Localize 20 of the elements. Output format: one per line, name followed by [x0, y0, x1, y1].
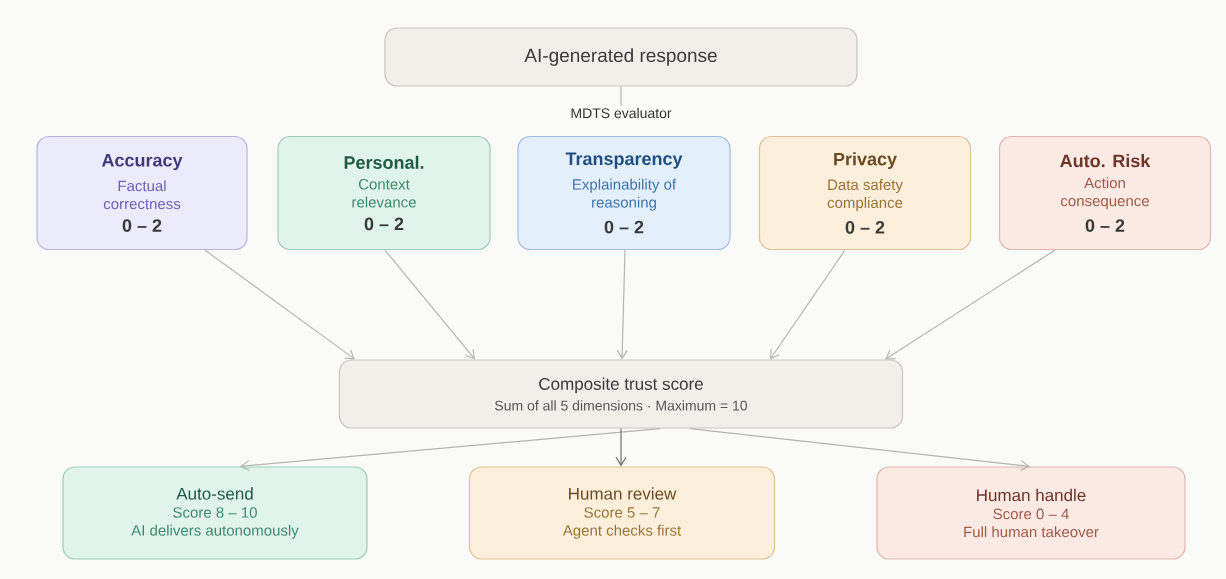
arrow: [770, 249, 846, 360]
connector-line: [620, 86, 622, 107]
arrow: [204, 249, 355, 360]
arrow: [240, 428, 661, 472]
arrow: [615, 428, 627, 467]
dimension-card: Transparency Explainability of reasoning 0 – 2: [517, 135, 731, 251]
arrow: [885, 249, 1056, 360]
arrow: [384, 249, 475, 360]
dimension-card: Privacy Data safety compliance 0 – 2: [758, 135, 972, 251]
dimension-card: Auto. Risk Action consequence 0 – 2: [998, 135, 1212, 251]
outcome-card: Human handle Score 0 – 4 Full human takeover: [876, 466, 1186, 560]
score-box: Composite trust score Sum of all 5 dimensions · Maximum = 10: [338, 359, 904, 429]
arrow: [616, 249, 628, 360]
outcome-card: Auto-send Score 8 – 10 AI delivers autonomously: [62, 466, 368, 560]
evaluator-label: MDTS evaluator: [571, 107, 672, 119]
arrow: [689, 428, 1030, 471]
dimension-card: Accuracy Factual correctness 0 – 2: [36, 135, 248, 251]
outcome-card: Human review Score 5 – 7 Agent checks first: [468, 466, 776, 560]
response-box: AI-generated response: [384, 27, 858, 87]
dimension-card: Personal. Context relevance 0 – 2: [277, 135, 491, 251]
